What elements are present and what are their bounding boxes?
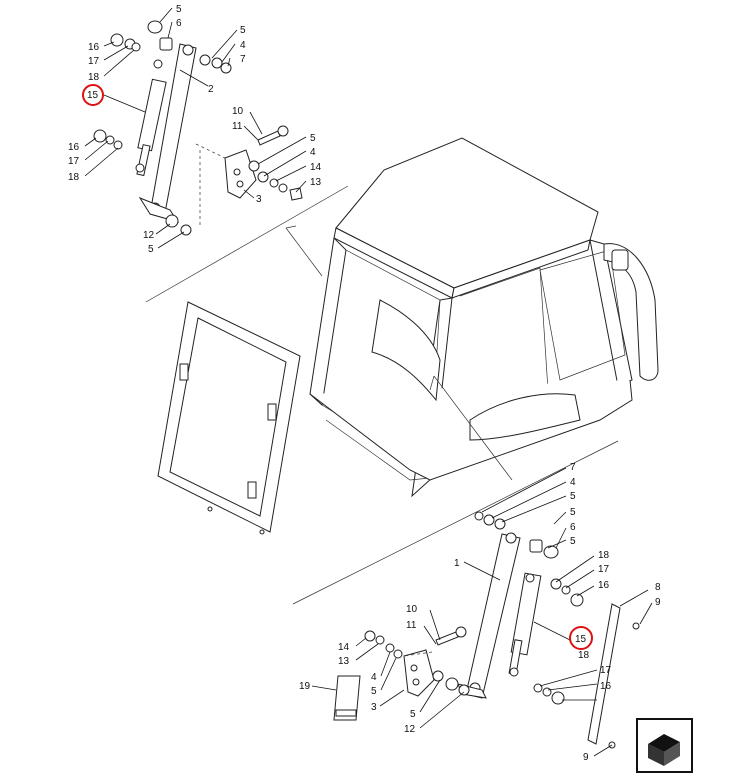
label: 12 bbox=[143, 230, 155, 241]
label: 6 bbox=[176, 18, 182, 29]
label: 9 bbox=[583, 752, 589, 763]
label: 17 bbox=[598, 564, 610, 575]
label: 5 bbox=[570, 507, 576, 518]
label: 16 bbox=[68, 142, 80, 153]
label: 13 bbox=[338, 656, 350, 667]
label: 15 bbox=[575, 634, 587, 645]
label: 17 bbox=[88, 56, 100, 67]
highlight-circle bbox=[569, 626, 593, 650]
label: 2 bbox=[208, 84, 214, 95]
label: 18 bbox=[88, 72, 100, 83]
label: 15 bbox=[87, 90, 99, 101]
label: 19 bbox=[299, 681, 311, 692]
label: 17 bbox=[600, 665, 612, 676]
cab-frame bbox=[309, 137, 659, 498]
label: 5 bbox=[240, 25, 246, 36]
label: 16 bbox=[88, 42, 100, 53]
window-panel bbox=[157, 301, 301, 535]
label: 3 bbox=[256, 194, 262, 205]
label: 18 bbox=[578, 650, 590, 661]
label: 16 bbox=[598, 580, 610, 591]
label: 5 bbox=[310, 133, 316, 144]
label: 4 bbox=[570, 477, 576, 488]
label: 7 bbox=[240, 54, 246, 65]
bottom-strut-assembly bbox=[311, 467, 653, 757]
highlight-circle bbox=[82, 84, 104, 106]
label: 4 bbox=[240, 40, 246, 51]
label: 17 bbox=[68, 156, 80, 167]
label: 5 bbox=[371, 686, 377, 697]
label: 18 bbox=[68, 172, 80, 183]
label: 6 bbox=[570, 522, 576, 533]
callout-lines bbox=[285, 225, 513, 481]
label: 4 bbox=[371, 672, 377, 683]
label: 13 bbox=[310, 177, 322, 188]
label: 11 bbox=[406, 620, 417, 631]
label: 11 bbox=[232, 121, 243, 132]
label: 1 bbox=[454, 558, 460, 569]
label: 5 bbox=[410, 709, 416, 720]
label: 12 bbox=[404, 724, 416, 735]
label: 7 bbox=[570, 462, 576, 473]
label: 18 bbox=[598, 550, 610, 561]
view-orientation-icon bbox=[636, 718, 693, 773]
labels-bottom: 7 4 5 5 6 5 1 18 17 16 8 9 15 18 17 16 1… bbox=[299, 462, 661, 763]
label: 9 bbox=[655, 597, 661, 608]
label: 5 bbox=[148, 244, 154, 255]
labels-top: 5 6 5 4 7 16 17 18 2 15 10 11 5 4 14 13 … bbox=[68, 4, 322, 255]
label: 14 bbox=[310, 162, 322, 173]
label: 3 bbox=[371, 702, 377, 713]
label: 4 bbox=[310, 147, 316, 158]
label: 5 bbox=[176, 4, 182, 15]
section-divider-top bbox=[145, 185, 349, 303]
top-strut-assembly bbox=[84, 7, 307, 249]
section-divider-bottom bbox=[292, 440, 619, 605]
label: 5 bbox=[570, 491, 576, 502]
label: 16 bbox=[600, 681, 612, 692]
label: 10 bbox=[406, 604, 418, 615]
label: 8 bbox=[655, 582, 661, 593]
label: 14 bbox=[338, 642, 350, 653]
label: 10 bbox=[232, 106, 244, 117]
label: 5 bbox=[570, 536, 576, 547]
